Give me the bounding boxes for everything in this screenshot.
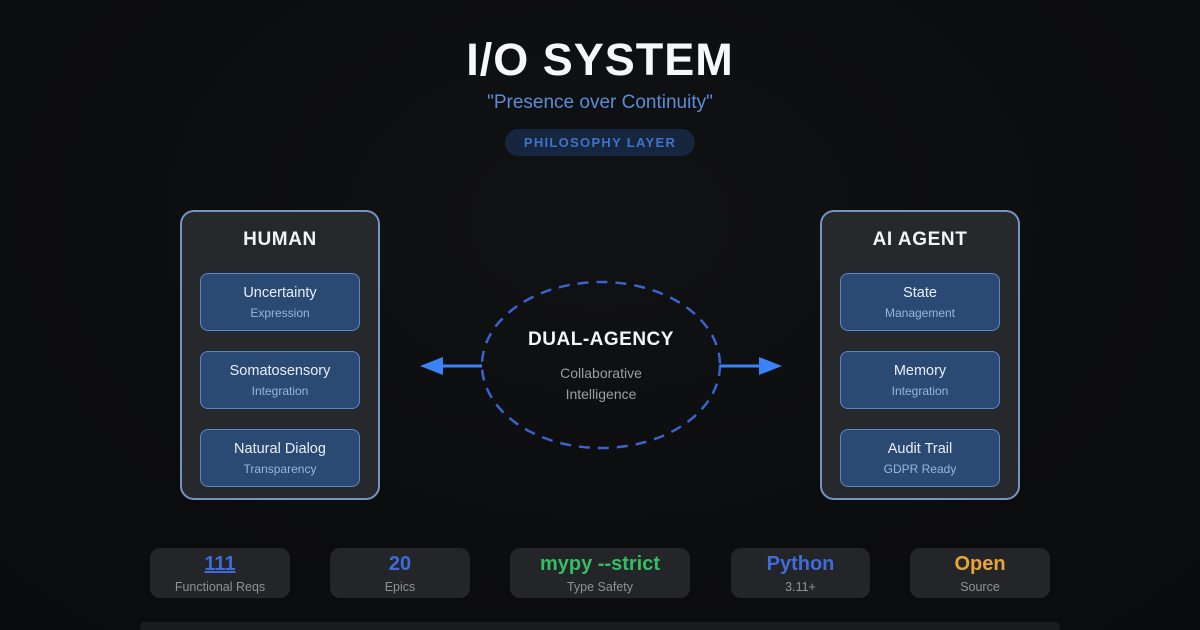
feature-card-state: State Management xyxy=(840,273,1000,331)
stat-value: Open xyxy=(954,552,1006,575)
stat-card-functional-reqs: 111 Functional Reqs xyxy=(150,548,290,598)
right-arrow-icon xyxy=(720,357,782,375)
stat-value: Python xyxy=(766,552,835,575)
feature-card-uncertainty: Uncertainty Expression xyxy=(200,273,360,331)
dual-agency-node: DUAL-AGENCY Collaborative Intelligence xyxy=(481,287,721,447)
feature-card-title: Memory xyxy=(893,362,947,379)
stat-label: Functional Reqs xyxy=(174,579,266,594)
stat-label: Type Safety xyxy=(566,579,633,594)
stat-label: Epics xyxy=(384,579,416,594)
stat-card-type-safety: mypy --strict Type Safety xyxy=(510,548,690,598)
feature-card-memory: Memory Integration xyxy=(840,351,1000,409)
human-panel: HUMAN Uncertainty Expression Somatosenso… xyxy=(180,210,380,500)
stat-label: 3.11+ xyxy=(785,579,816,594)
feature-card-title: State xyxy=(903,284,937,301)
stat-card-open-source: Open Source xyxy=(910,548,1050,598)
feature-card-subtitle: Integration xyxy=(251,383,309,398)
page-subtitle: "Presence over Continuity" xyxy=(487,92,713,113)
feature-card-somatosensory: Somatosensory Integration xyxy=(200,351,360,409)
stat-card-epics: 20 Epics xyxy=(330,548,470,598)
feature-card-title: Natural Dialog xyxy=(234,440,326,457)
stat-card-python: Python 3.11+ xyxy=(731,548,870,598)
philosophy-layer-badge: PHILOSOPHY LAYER xyxy=(504,129,696,156)
feature-card-title: Somatosensory xyxy=(229,362,331,379)
feature-card-title: Uncertainty xyxy=(243,284,317,301)
stat-value: mypy --strict xyxy=(539,552,661,575)
stat-value: 111 xyxy=(204,552,236,575)
page-title: I/O SYSTEM xyxy=(466,34,734,85)
left-arrow-icon xyxy=(420,357,482,375)
stat-value: 20 xyxy=(388,552,412,575)
feature-card-audit-trail: Audit Trail GDPR Ready xyxy=(840,429,1000,487)
feature-card-subtitle: GDPR Ready xyxy=(883,461,957,476)
feature-card-subtitle: Management xyxy=(884,305,956,320)
feature-card-title: Audit Trail xyxy=(887,440,953,457)
human-panel-title: HUMAN xyxy=(243,229,317,250)
ai-agent-panel-title: AI AGENT xyxy=(872,229,968,250)
footer-strip xyxy=(140,622,1060,630)
feature-card-natural-dialog: Natural Dialog Transparency xyxy=(200,429,360,487)
feature-card-subtitle: Integration xyxy=(891,383,949,398)
dual-agency-subtitle-line2: Intelligence xyxy=(565,386,637,402)
stat-label: Source xyxy=(960,579,1000,594)
dual-agency-title: DUAL-AGENCY xyxy=(528,329,674,350)
dual-agency-subtitle-line1: Collaborative xyxy=(560,365,642,381)
feature-card-subtitle: Expression xyxy=(250,305,310,320)
ai-agent-panel: AI AGENT State Management Memory Integra… xyxy=(820,210,1020,500)
feature-card-subtitle: Transparency xyxy=(243,461,317,476)
